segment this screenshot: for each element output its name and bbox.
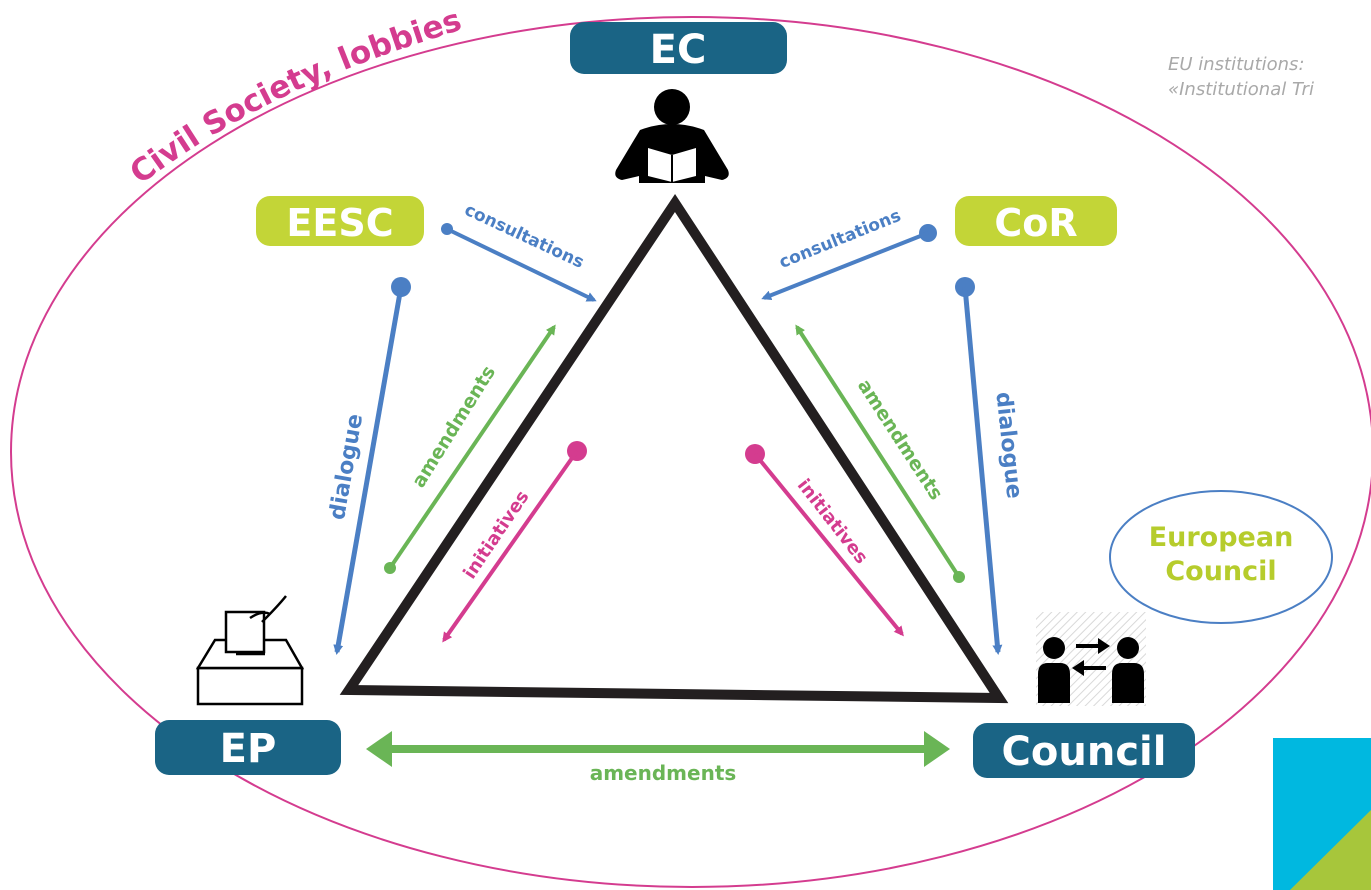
council-label: Council bbox=[1002, 729, 1167, 775]
institutional-triangle bbox=[339, 193, 1009, 704]
ec-label: EC bbox=[650, 27, 707, 73]
consultations-left-arrow bbox=[441, 223, 597, 302]
ballot-box-icon bbox=[195, 595, 305, 706]
caption: EU institutions: «Institutional Tri bbox=[1168, 52, 1371, 102]
european-council-node: European Council bbox=[1109, 490, 1333, 624]
dialogue-left-arrow bbox=[333, 277, 411, 655]
consultations-right-label: consultations bbox=[776, 206, 903, 273]
caption-line1: EU institutions: bbox=[1168, 54, 1305, 75]
civil-society-label: Civil Society, lobbies bbox=[123, 2, 465, 191]
amendments-left-arrow bbox=[384, 324, 556, 574]
dialogue-right-arrow bbox=[955, 277, 1003, 655]
ec-box: EC bbox=[570, 22, 787, 74]
person-reading-icon bbox=[615, 89, 729, 183]
initiatives-left-arrow bbox=[442, 441, 587, 643]
consultations-left-label: consultations bbox=[461, 200, 587, 273]
eesc-box: EESC bbox=[256, 196, 424, 246]
european-council-line2: Council bbox=[1165, 556, 1276, 587]
ep-label: EP bbox=[220, 726, 277, 772]
eesc-label: EESC bbox=[286, 201, 393, 245]
council-box: Council bbox=[973, 723, 1195, 778]
european-council-line1: European bbox=[1149, 522, 1294, 553]
caption-line2: «Institutional Tri bbox=[1168, 79, 1314, 100]
consultations-right-arrow bbox=[761, 224, 937, 301]
ep-box: EP bbox=[155, 720, 341, 775]
cor-label: CoR bbox=[994, 201, 1077, 245]
people-exchange-icon bbox=[1036, 612, 1146, 706]
amendments-bottom-arrow bbox=[366, 731, 950, 767]
civil-society-ellipse bbox=[10, 16, 1371, 888]
initiatives-right-arrow bbox=[745, 444, 904, 637]
corner-decoration bbox=[1273, 738, 1371, 890]
amendments-bottom-label: amendments bbox=[590, 761, 737, 785]
amendments-right-arrow bbox=[795, 324, 965, 583]
dialogue-right-label: dialogue bbox=[990, 391, 1026, 500]
cor-box: CoR bbox=[955, 196, 1117, 246]
